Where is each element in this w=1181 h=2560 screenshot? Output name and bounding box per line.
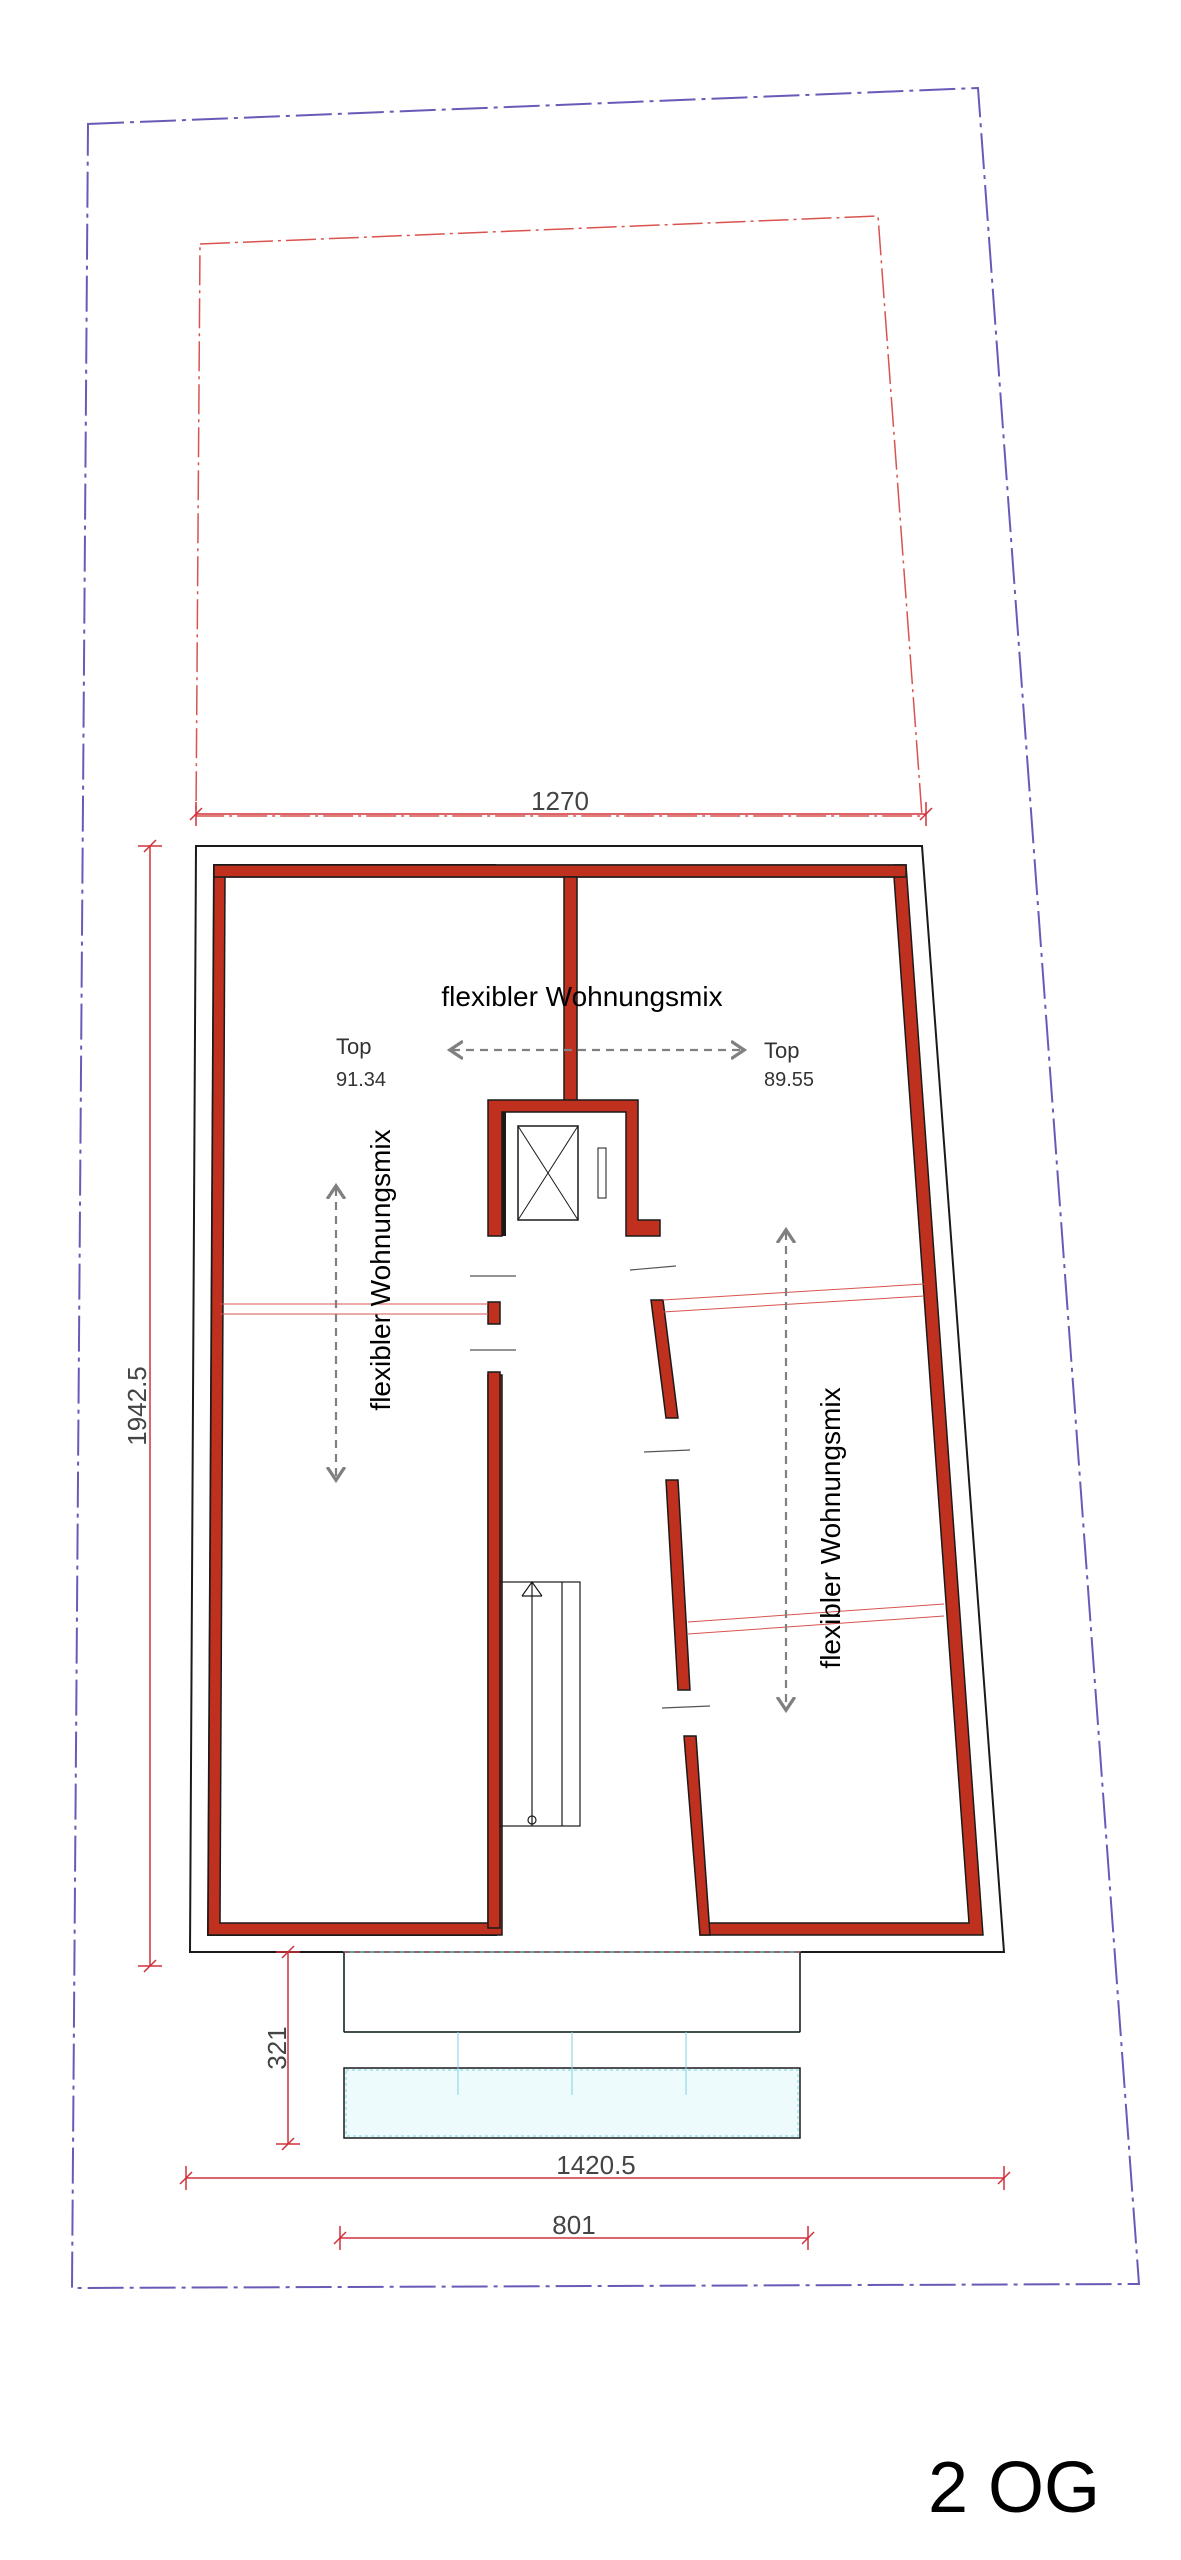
core-inner-left bbox=[502, 1112, 506, 1236]
building-contour bbox=[188, 845, 1006, 1953]
stair-icon bbox=[499, 1580, 581, 1827]
dim-balcony-depth: 321 bbox=[262, 2026, 292, 2069]
left-unit-wall-fill bbox=[207, 864, 907, 1936]
door-marks bbox=[470, 1265, 711, 1709]
mix-label-right: flexibler Wohnungsmix bbox=[815, 1387, 846, 1668]
dim-left-height: 1942.5 bbox=[122, 1366, 152, 1446]
upper-outline bbox=[195, 215, 923, 817]
corridor-wall-right-2 bbox=[665, 1479, 691, 1691]
top-wall-fill bbox=[213, 864, 907, 878]
top-right-label: Top bbox=[764, 1038, 799, 1063]
property-boundary bbox=[70, 86, 1141, 2290]
corridor-wall-left-2 bbox=[487, 1371, 501, 1929]
corridor-wall-left-1 bbox=[487, 1301, 501, 1325]
left-unit-walls bbox=[206, 864, 497, 1936]
corridor-wall-right-3 bbox=[683, 1735, 711, 1936]
mix-label-top: flexibler Wohnungsmix bbox=[441, 981, 722, 1012]
double-arrow-icon bbox=[336, 1050, 786, 1708]
core-walls bbox=[487, 1099, 661, 1237]
floor-label: 2 OG bbox=[928, 2448, 1100, 2528]
dim-balcony-width: 801 bbox=[552, 2210, 595, 2240]
dim-bottom-width: 1420.5 bbox=[556, 2150, 636, 2180]
dimension-lines bbox=[138, 802, 1011, 2250]
corridor-wall-right-1 bbox=[650, 1299, 679, 1419]
top-left-value: 91.34 bbox=[336, 1069, 386, 1091]
balcony bbox=[343, 1951, 801, 2139]
top-right-value: 89.55 bbox=[764, 1069, 814, 1091]
elevator-icon bbox=[517, 1125, 607, 1221]
mix-label-left: flexibler Wohnungsmix bbox=[365, 1129, 396, 1410]
dim-top-width: 1270 bbox=[531, 786, 589, 816]
top-left-label: Top bbox=[336, 1034, 371, 1059]
